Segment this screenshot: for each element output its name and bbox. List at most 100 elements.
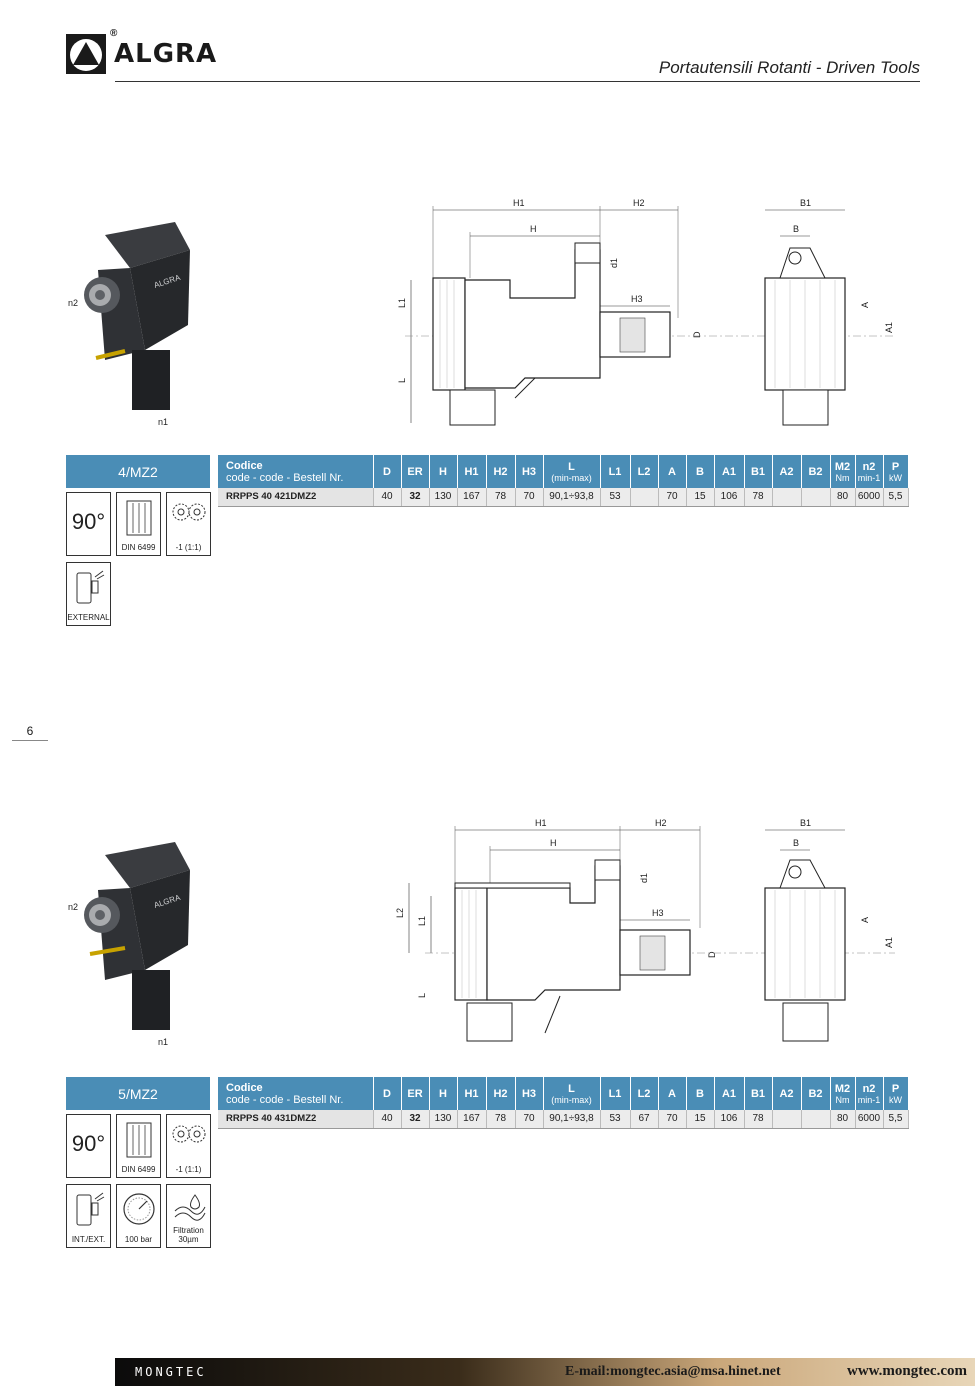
cell-H2: 78 <box>486 488 516 507</box>
collet-icon: DIN 6499 <box>116 492 161 556</box>
cell-L1: 53 <box>600 488 631 507</box>
col-A2: A2 <box>772 455 802 488</box>
cell-L1: 53 <box>600 1110 631 1129</box>
col-H: H <box>429 455 458 488</box>
svg-text:H1: H1 <box>513 198 525 208</box>
cell-L2 <box>630 488 659 507</box>
cell-M2: 80 <box>830 1110 856 1129</box>
svg-text:B1: B1 <box>800 198 811 208</box>
col-ER: ER <box>401 1077 430 1110</box>
cell-ER: 32 <box>401 1110 430 1129</box>
col-B1: B1 <box>744 1077 773 1110</box>
cell-H1: 167 <box>457 488 487 507</box>
col-L2: L2 <box>630 455 659 488</box>
cell-L: 90,1÷93,8 <box>543 1110 601 1129</box>
col-B: B <box>686 455 715 488</box>
table-row: RRPPS 40 421DMZ2 40 32 130 167 78 70 90,… <box>218 488 909 507</box>
svg-text:L1: L1 <box>397 298 407 308</box>
col-H1: H1 <box>457 1077 487 1110</box>
col-D: D <box>373 455 402 488</box>
cell-B1: 78 <box>744 1110 773 1129</box>
registered-mark: ® <box>110 28 118 39</box>
page-title: Portautensili Rotanti - Driven Tools <box>658 58 920 77</box>
footer-email[interactable]: E-mail:mongtec.asia@msa.hinet.net <box>565 1364 781 1379</box>
col-L: L(min-max) <box>543 1077 601 1110</box>
svg-text:B: B <box>793 838 799 848</box>
col-A2: A2 <box>772 1077 802 1110</box>
cell-n2: 6000 <box>855 488 884 507</box>
col-A: A <box>658 1077 687 1110</box>
col-H1: H1 <box>457 455 487 488</box>
col-A: A <box>658 455 687 488</box>
filtration-icon: Filtration 30µm <box>166 1184 211 1248</box>
gear-icon: -1 (1:1) <box>166 1114 211 1178</box>
col-L1: L1 <box>600 1077 631 1110</box>
col-A1: A1 <box>714 1077 745 1110</box>
svg-text:d1: d1 <box>639 873 649 883</box>
cell-code: RRPPS 40 431DMZ2 <box>218 1110 374 1129</box>
cell-L2: 67 <box>630 1110 659 1129</box>
footer-bar: MONGTEC E-mail:mongtec.asia@msa.hinet.ne… <box>115 1358 975 1386</box>
cell-H3: 70 <box>515 488 544 507</box>
svg-text:L: L <box>417 993 427 998</box>
cell-D: 40 <box>373 1110 402 1129</box>
col-L: L(min-max) <box>543 455 601 488</box>
footer-website[interactable]: www.mongtec.com <box>847 1363 967 1379</box>
collet-icon: DIN 6499 <box>116 1114 161 1178</box>
model-tag: 5/MZ2 <box>66 1077 210 1110</box>
svg-text:H: H <box>530 224 537 234</box>
cell-D: 40 <box>373 488 402 507</box>
col-ER: ER <box>401 455 430 488</box>
cell-A: 70 <box>658 488 687 507</box>
svg-text:L2: L2 <box>395 908 405 918</box>
coolant-internal-external-icon: INT./EXT. <box>66 1184 111 1248</box>
cell-code: RRPPS 40 421DMZ2 <box>218 488 374 507</box>
col-H2: H2 <box>486 455 516 488</box>
col-H3: H3 <box>515 455 544 488</box>
header-divider <box>115 81 920 82</box>
coolant-external-icon: EXTERNAL <box>66 562 111 626</box>
pressure-gauge-icon: 100 bar <box>116 1184 161 1248</box>
cell-P: 5,5 <box>883 488 909 507</box>
svg-text:D: D <box>692 331 702 338</box>
col-H3: H3 <box>515 1077 544 1110</box>
cell-B2 <box>801 1110 831 1129</box>
svg-text:L: L <box>397 378 407 383</box>
col-L1: L1 <box>600 455 631 488</box>
svg-text:A: A <box>860 917 870 923</box>
svg-text:H2: H2 <box>655 818 667 828</box>
cell-A1: 106 <box>714 1110 745 1129</box>
svg-text:H: H <box>550 838 557 848</box>
cell-H: 130 <box>429 488 458 507</box>
algra-logo: ® ALGRA <box>66 28 217 74</box>
svg-text:A1: A1 <box>884 322 894 333</box>
angle-icon: 90° <box>66 492 111 556</box>
technical-drawing: H1 H2 H d1 H3 D L2 L1 L B1 B A A1 <box>395 818 895 1042</box>
svg-text:n2: n2 <box>68 298 78 308</box>
cell-n2: 6000 <box>855 1110 884 1129</box>
svg-text:n2: n2 <box>68 902 78 912</box>
svg-text:A1: A1 <box>884 937 894 948</box>
col-H2: H2 <box>486 1077 516 1110</box>
svg-text:H2: H2 <box>633 198 645 208</box>
cell-B: 15 <box>686 1110 715 1129</box>
col-B1: B1 <box>744 455 773 488</box>
svg-text:B: B <box>793 224 799 234</box>
svg-text:H3: H3 <box>652 908 664 918</box>
svg-text:n1: n1 <box>158 417 168 427</box>
col-B2: B2 <box>801 1077 831 1110</box>
cell-B2 <box>801 488 831 507</box>
svg-text:A: A <box>860 302 870 308</box>
svg-text:D: D <box>707 951 717 958</box>
cell-A2 <box>772 488 802 507</box>
col-H: H <box>429 1077 458 1110</box>
cell-H: 130 <box>429 1110 458 1129</box>
col-D: D <box>373 1077 402 1110</box>
